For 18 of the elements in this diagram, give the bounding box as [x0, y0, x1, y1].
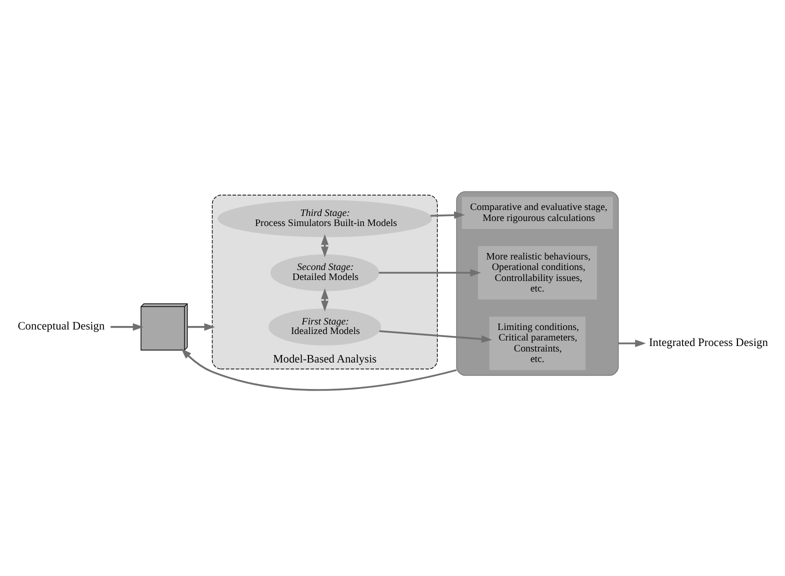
cluster [456, 191, 619, 376]
arrow [321, 288, 329, 312]
node-ellipse: Third Stage: Process Simulators Built-in Models [218, 200, 432, 238]
arrow [618, 340, 646, 348]
node-ellipse: First Stage: Idealized Models [268, 308, 382, 346]
node-box: More realistic behaviours, Operational conditions, Controllability issues, etc. [478, 246, 597, 300]
arrow [110, 323, 144, 331]
node-text: Conceptual Design [18, 320, 105, 333]
arrow [379, 330, 492, 343]
arrow [378, 269, 481, 277]
node-box: Limiting conditions, Critical parameters, Constraints, etc. [489, 316, 586, 370]
arrow [430, 211, 465, 219]
arrow [321, 234, 329, 258]
arrow [187, 323, 215, 331]
node-box: Comparative and evaluative stage, More rigourous calculations [462, 196, 613, 229]
node-text: Integrated Process Design [648, 337, 768, 350]
node-ellipse: Second Stage: Detailed Models [270, 254, 380, 292]
arrow [181, 348, 457, 391]
